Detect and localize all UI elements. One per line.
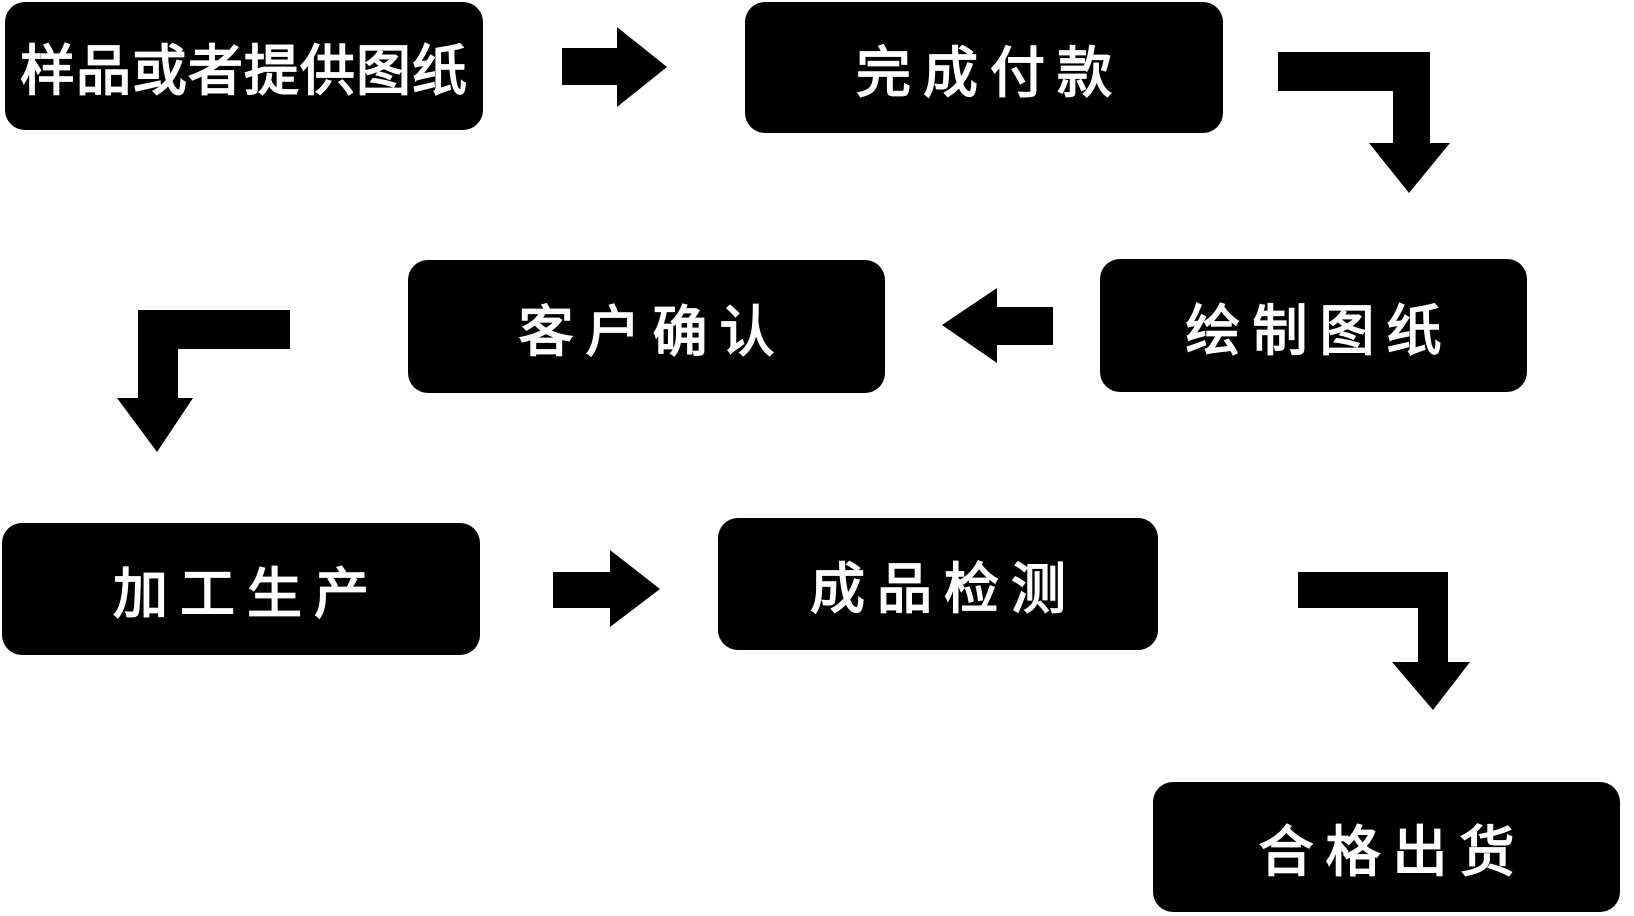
elbow-down-arrow-icon (117, 310, 290, 452)
right-arrow-icon (548, 545, 666, 630)
flow-node-drawing: 绘制图纸 (1100, 259, 1527, 392)
flow-node-production: 加工生产 (2, 523, 480, 655)
flow-node-payment: 完成付款 (745, 2, 1223, 133)
right-arrow-icon (556, 25, 671, 110)
flow-node-inspection: 成品检测 (718, 518, 1158, 650)
flow-node-confirm: 客户确认 (408, 260, 885, 393)
elbow-down-arrow-icon (1278, 52, 1450, 193)
elbow-down-arrow-icon (1298, 572, 1470, 710)
flow-node-shipment: 合格出货 (1153, 782, 1620, 912)
left-arrow-icon (938, 285, 1055, 366)
flow-node-sample: 样品或者提供图纸 (5, 2, 483, 130)
